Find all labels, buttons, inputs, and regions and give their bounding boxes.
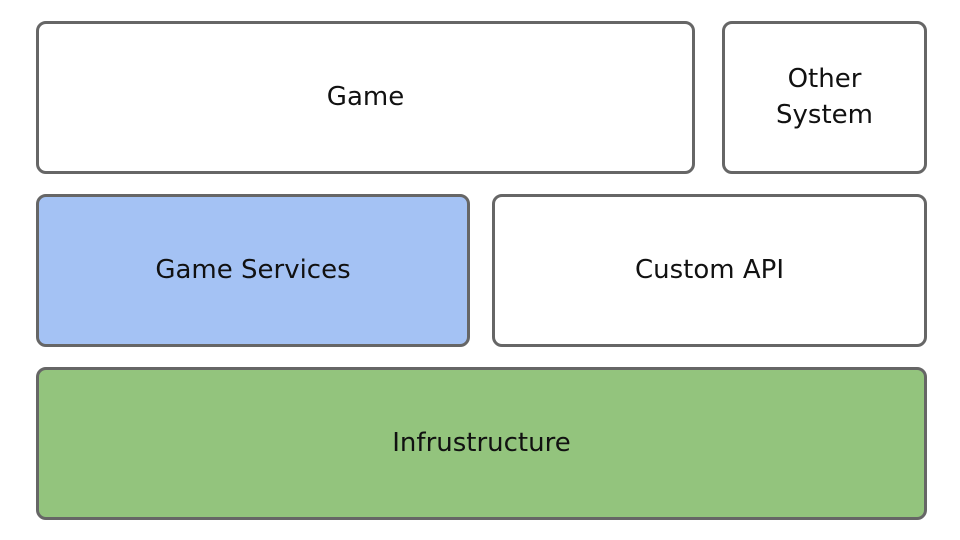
game-services-block: Game Services <box>36 194 470 347</box>
other-system-block: Other System <box>722 21 927 174</box>
game-services-label: Game Services <box>155 254 351 285</box>
game-block: Game <box>36 21 695 174</box>
custom-api-label: Custom API <box>634 254 784 285</box>
other-system-label: Other System <box>776 64 873 130</box>
infrastructure-block: Infrustructure <box>36 367 927 520</box>
infrastructure-label: Infrustructure <box>392 427 571 458</box>
game-label: Game <box>326 81 405 112</box>
custom-api-block: Custom API <box>492 194 927 347</box>
